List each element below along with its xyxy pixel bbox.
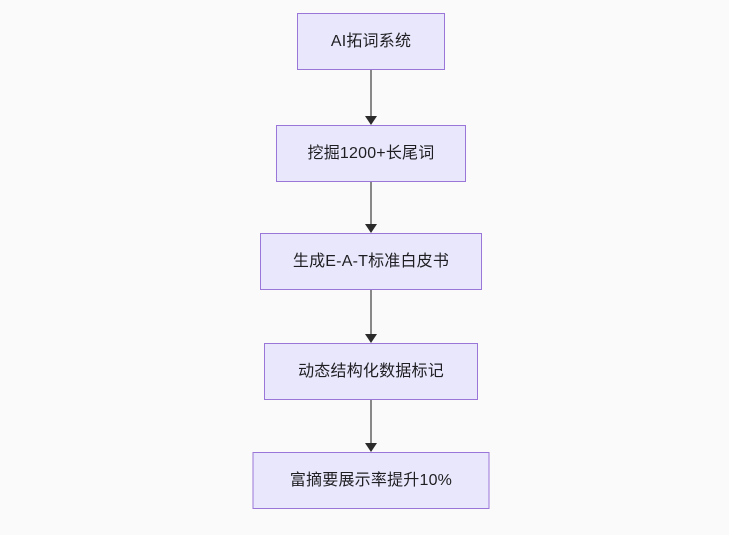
flow-connector-3 bbox=[361, 290, 381, 343]
flow-connector-1 bbox=[361, 70, 381, 125]
connector-arrowhead-icon bbox=[365, 443, 377, 452]
flow-node-label: 生成E-A-T标准白皮书 bbox=[292, 252, 450, 270]
flow-node-label: 富摘要展示率提升10% bbox=[289, 471, 453, 489]
flow-node-3[interactable]: 生成E-A-T标准白皮书 bbox=[260, 233, 482, 290]
connector-arrowhead-icon bbox=[365, 224, 377, 233]
flow-node-1[interactable]: AI拓词系统 bbox=[297, 13, 445, 70]
flow-node-2[interactable]: 挖掘1200+长尾词 bbox=[276, 125, 466, 182]
connector-arrowhead-icon bbox=[365, 116, 377, 125]
flow-node-label: AI拓词系统 bbox=[330, 32, 412, 50]
flow-connector-2 bbox=[361, 182, 381, 233]
flow-node-5[interactable]: 富摘要展示率提升10% bbox=[252, 452, 490, 509]
flow-node-label: 动态结构化数据标记 bbox=[298, 362, 444, 380]
flow-node-label: 挖掘1200+长尾词 bbox=[307, 144, 435, 162]
flow-connector-4 bbox=[361, 400, 381, 452]
connector-arrowhead-icon bbox=[365, 334, 377, 343]
flow-node-4[interactable]: 动态结构化数据标记 bbox=[264, 343, 478, 400]
